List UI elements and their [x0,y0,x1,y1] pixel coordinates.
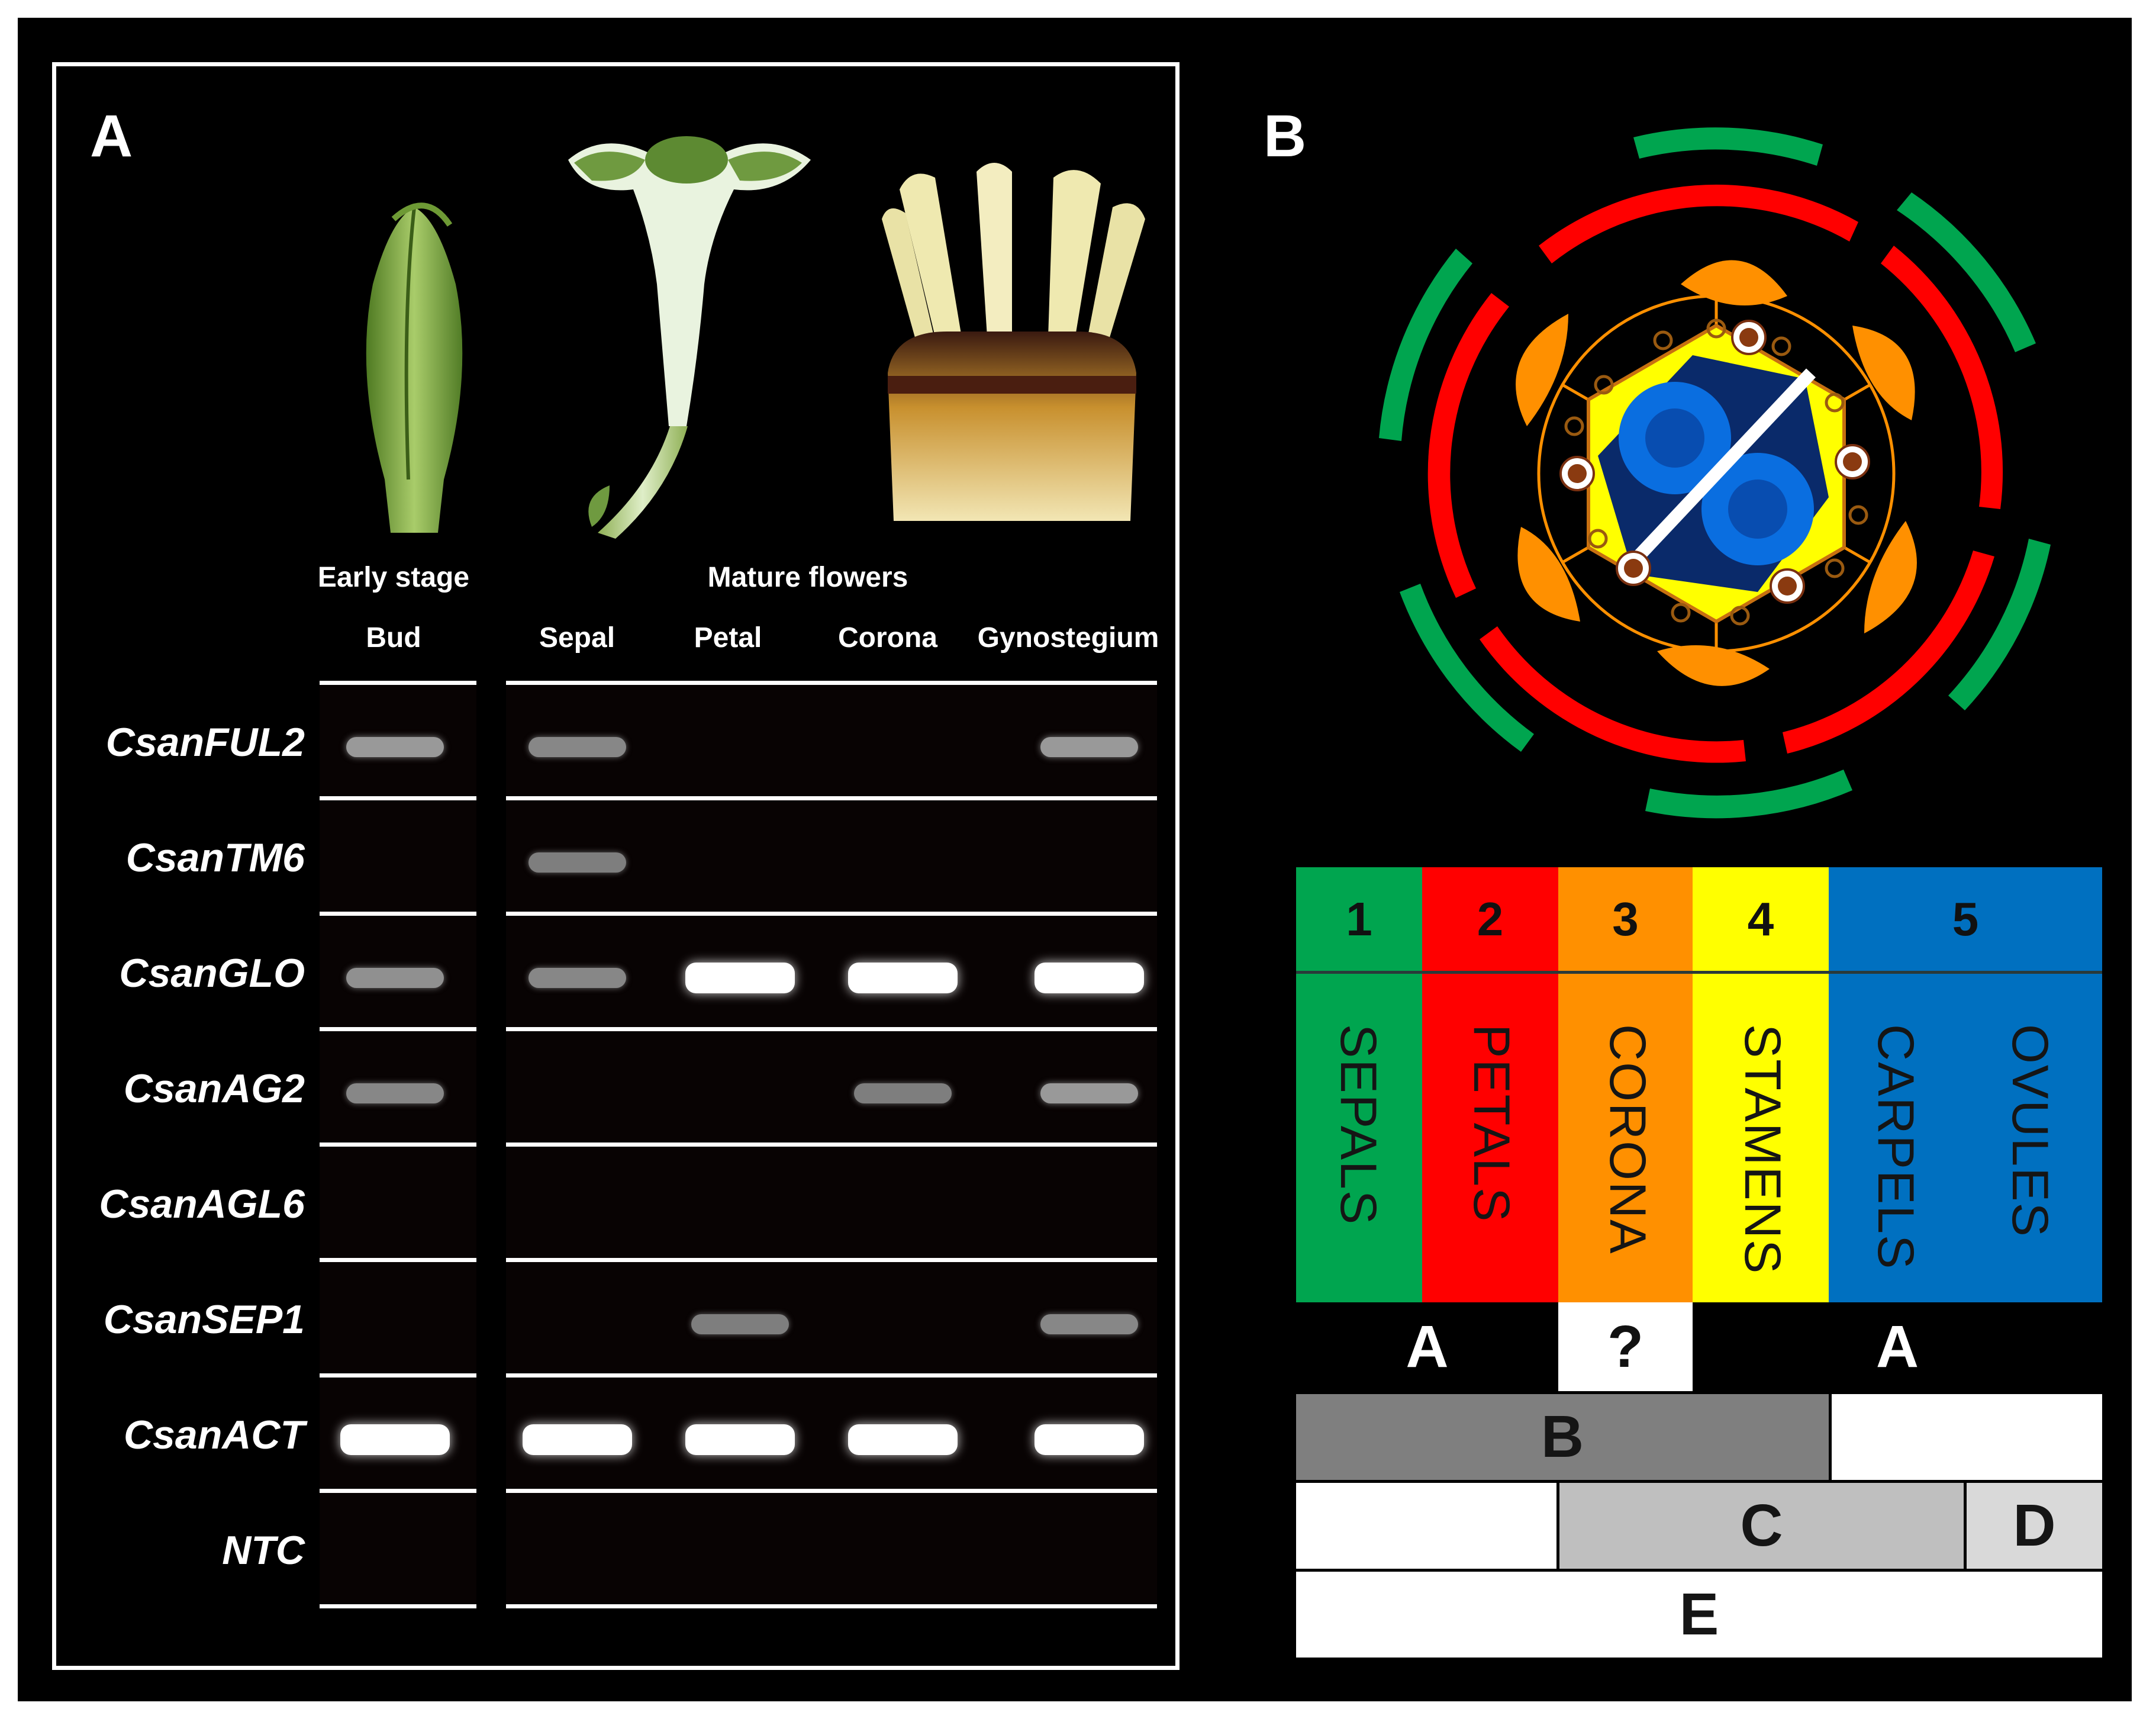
whorl-cell-4 [1693,867,1829,1302]
gene-label-csanful2: CsanFUL2 [105,720,305,765]
gene-label-csanagl6: CsanAGL6 [99,1182,305,1227]
gel-row-separator [320,912,476,916]
class-b-bar: B [1296,1394,1829,1480]
class-b-empty [1832,1394,2102,1480]
gene-label-ntc: NTC [222,1528,305,1573]
gene-label-csanag2: CsanAG2 [123,1066,305,1111]
bud-photo [366,202,463,533]
gel-row-separator [320,1604,476,1608]
gel-row-separator [506,681,1157,685]
mature-flowers-label: Mature flowers [707,562,908,593]
gel-row-separator [506,1373,1157,1378]
gel-row-separator [506,1604,1157,1608]
gene-label-csanact: CsanACT [123,1412,305,1457]
gel-band-csansep1-gynostegium [1040,1314,1138,1334]
gel-band-csantm6-sepal [528,852,626,873]
class-a-label-left: A [1406,1313,1449,1380]
gene-label-csantm6: CsanTM6 [125,835,305,880]
organ-label-corona: CORONA [1599,1024,1656,1255]
organ-label-ovules: OVULES [2002,1024,2058,1238]
early-stage-label: Early stage [317,562,470,593]
class-d-bar: D [1967,1483,2102,1569]
organ-label-carpels: CARPELS [1867,1024,1924,1270]
gel-band-csanag2-gynostegium [1040,1083,1138,1103]
whorl-cell-1 [1296,867,1422,1302]
column-label-corona: Corona [838,622,937,654]
gel-band-csanglo-gynostegium [1034,963,1144,993]
organ-label-stamens: STAMENS [1734,1024,1791,1275]
panel-a-label: A [90,103,133,169]
gel-band-csanact-gynostegium [1034,1424,1144,1455]
whorl-number-4: 4 [1747,892,1774,945]
column-label-bud: Bud [366,622,421,654]
gel-row-separator [320,681,476,685]
whorl-cell-2 [1422,867,1558,1302]
gel-band-csanglo-petal [685,963,795,993]
column-label-gynostegium: Gynostegium [977,622,1159,654]
gel-row-separator [506,1258,1157,1262]
petal-arcs [1427,184,2003,763]
gel-row-separator [506,1489,1157,1493]
gel-row-separator [506,912,1157,916]
gel-row-separator [320,1027,476,1031]
gel-band-csanag2-corona [853,1083,952,1103]
gel-band-csanglo-sepal [528,968,626,988]
gynostegium-photo [882,163,1145,521]
corona-lobes [1516,260,1917,686]
class-e-bar: E [1296,1572,2102,1658]
whorl-cell-5 [1829,867,2102,1302]
gel-band-csansep1-petal [691,1314,789,1334]
whorl-cell-3 [1558,867,1693,1302]
gel-band-csanact-sepal [522,1424,632,1455]
class-unknown-box: ? [1558,1302,1693,1391]
gene-label-csanglo: CsanGLO [119,951,305,996]
gel-row-separator [320,1258,476,1262]
gel-row-separator [320,796,476,800]
class-c-bar: C [1559,1483,1964,1569]
whorl-number-2: 2 [1477,892,1504,945]
floral-diagram [1379,127,2051,819]
whorl-number-5: 5 [1952,892,1979,945]
sepal-arcs [1379,127,2051,819]
mature-flower-photo [568,136,811,539]
column-label-sepal: Sepal [539,622,615,654]
whorl-number-3: 3 [1612,892,1639,945]
gene-label-csansep1: CsanSEP1 [103,1297,305,1342]
whorl-number-1: 1 [1346,892,1372,945]
gel-band-csanful2-sepal [528,737,626,757]
panel-a-border [52,62,1179,1670]
gel-row-separator [320,1489,476,1493]
gel-band-csanact-petal [685,1424,795,1455]
gel-band-csanglo-corona [847,963,958,993]
whorl-number-divider [1296,971,2102,974]
organ-label-petals: PETALS [1463,1024,1520,1223]
gel-band-csanglo-bud [346,968,444,988]
gel-row-separator [320,1143,476,1147]
gel-band-csanful2-gynostegium [1040,737,1138,757]
gel-row-separator [506,1027,1157,1031]
class-c-empty [1296,1483,1556,1569]
class-a-label-right: A [1875,1313,1919,1380]
gel-row-separator [320,1373,476,1378]
gel-band-csanact-bud [340,1424,450,1455]
column-label-petal: Petal [694,622,762,654]
organ-label-sepals: SEPALS [1330,1024,1387,1226]
gel-row-separator [506,1143,1157,1147]
gel-band-csanact-corona [847,1424,958,1455]
panel-b-label: B [1264,103,1307,169]
gel-row-separator [506,796,1157,800]
gel-band-csanag2-bud [346,1083,444,1103]
gel-band-csanful2-bud [346,737,444,757]
